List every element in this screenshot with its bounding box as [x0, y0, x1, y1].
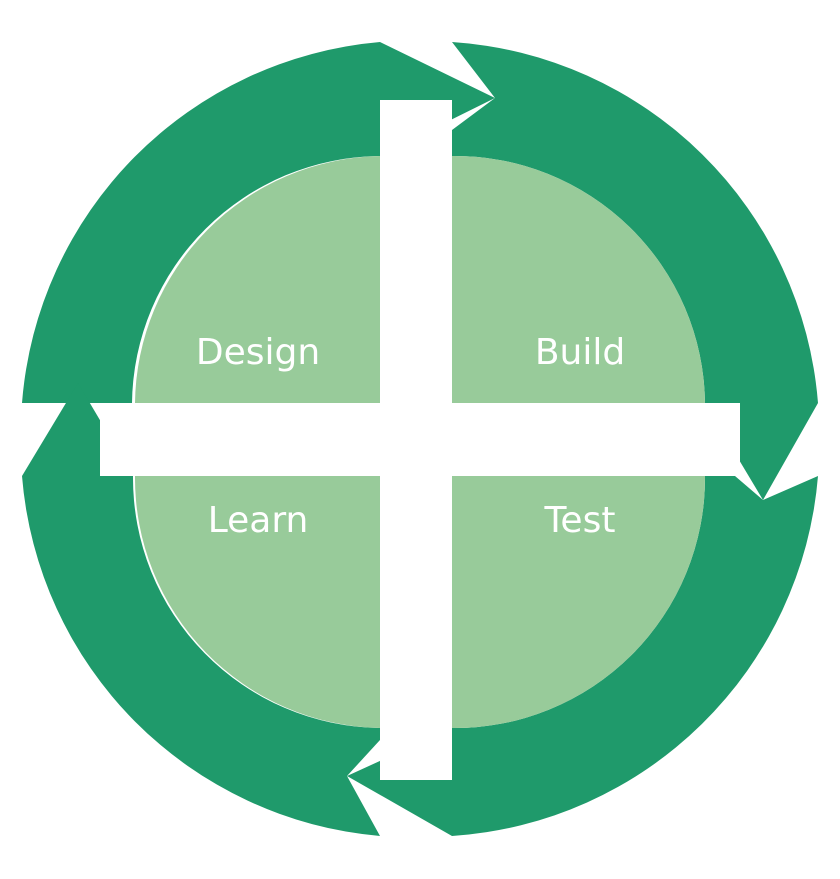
arrow-design-to-build [22, 42, 495, 403]
quadrant-test [452, 476, 706, 729]
quadrant-design [135, 156, 380, 403]
inner-quadrants [134, 155, 706, 729]
label-learn: Learn [208, 500, 309, 541]
cross-separator [100, 100, 740, 780]
arrow-build-to-test [452, 42, 818, 500]
label-build: Build [535, 332, 625, 373]
arrow-learn-to-design [22, 383, 380, 836]
phase-labels: Design Build Test Learn [196, 332, 625, 541]
arrow-test-to-learn [347, 476, 818, 836]
label-test: Test [544, 500, 616, 541]
quadrant-build [452, 155, 705, 403]
horizontal-bar [100, 403, 740, 476]
quadrant-learn [134, 476, 380, 728]
label-design: Design [196, 332, 320, 373]
cycle-arrows [22, 42, 818, 836]
